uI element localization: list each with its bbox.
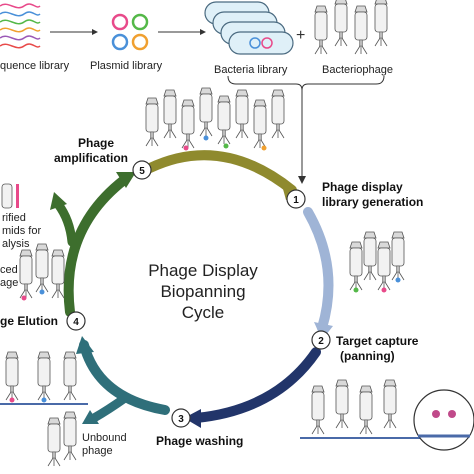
unbound-label-line-1: Unbound: [82, 432, 127, 444]
purified-label-line-1: rified: [2, 212, 26, 224]
unbound-phage-group: [47, 411, 77, 467]
cycle-title: Phage Display Biopanning Cycle: [128, 260, 278, 323]
step-5-number: 5: [139, 166, 145, 177]
step-2-label-line-2: (panning): [340, 349, 395, 363]
step-3-label: Phage washing: [156, 434, 244, 448]
purified-label-line-3: alysis: [2, 238, 30, 250]
plus-sign: +: [296, 27, 305, 44]
unbound-label-line-2: phage: [82, 445, 113, 457]
enriched-phage-group: [19, 243, 65, 301]
step-5-label: Phage amplification: [54, 136, 128, 166]
sequence-library-label: quence library: [0, 60, 70, 72]
bound-phage-surface-right: [300, 379, 420, 439]
bound-phage-surface-left: [0, 351, 88, 405]
step-2-badge: 2: [311, 330, 331, 350]
library-bracket: [227, 75, 385, 91]
enriched-phage-label: ced age: [0, 264, 18, 290]
dna-sequence-icon: [0, 3, 41, 49]
arc-amplification-to-library: [145, 150, 297, 195]
purified-label-line-2: mids for: [2, 225, 42, 237]
bacteriophage-label: Bacteriophage: [322, 64, 393, 76]
step-2-label: Target capture (panning): [336, 334, 418, 364]
bacteriophage-icon: [314, 0, 388, 55]
step-1-label-line-1: Phage display: [322, 180, 403, 194]
enriched-label-line-2: age: [0, 277, 19, 289]
cycle-title-line-1: Phage Display: [148, 261, 258, 280]
purified-phage-sample: [1, 183, 19, 209]
step-4-label: ge Elution: [0, 314, 58, 328]
step-5-badge: 5: [132, 160, 152, 180]
step-1-number: 1: [293, 195, 299, 206]
arc-washing-to-elution: [79, 340, 170, 415]
enriched-label-line-1: ced: [0, 264, 18, 276]
step-3-badge: 3: [171, 408, 191, 428]
purified-plasmids-label: rified mids for alysis: [2, 212, 41, 251]
step-2-number: 2: [318, 336, 324, 347]
step-5-label-line-1: Phage: [78, 136, 115, 150]
zoom-detail-circle: [413, 389, 474, 451]
arc-library-to-capture: [303, 207, 334, 333]
step-1-label-line-2: library generation: [322, 195, 424, 209]
step-3-number: 3: [178, 414, 184, 425]
step-4-number: 4: [73, 317, 79, 328]
arc-elution-to-amplification: [63, 175, 129, 317]
cycle-title-line-3: Cycle: [181, 303, 225, 322]
plasmid-library-icon: [111, 13, 149, 51]
unbound-phage-label: Unbound phage: [82, 432, 127, 458]
target-capture-phage-group: [349, 231, 405, 293]
step-4-badge: 4: [66, 311, 86, 331]
step-1-badge: 1: [286, 189, 306, 209]
bacteria-library-icon: [204, 1, 294, 55]
bacteria-library-label: Bacteria library: [214, 64, 288, 76]
step-1-label: Phage display library generation: [322, 180, 423, 210]
plasmid-library-label: Plasmid library: [90, 60, 163, 72]
arc-capture-to-washing: [191, 347, 321, 423]
step-2-label-line-1: Target capture: [336, 334, 419, 348]
step-5-label-line-2: amplification: [54, 151, 129, 165]
amplified-phage-group: [145, 87, 285, 151]
arc-elution-branch: [53, 199, 77, 247]
cycle-title-line-2: Biopanning: [160, 282, 246, 301]
arc-washing-branch: [89, 393, 130, 423]
